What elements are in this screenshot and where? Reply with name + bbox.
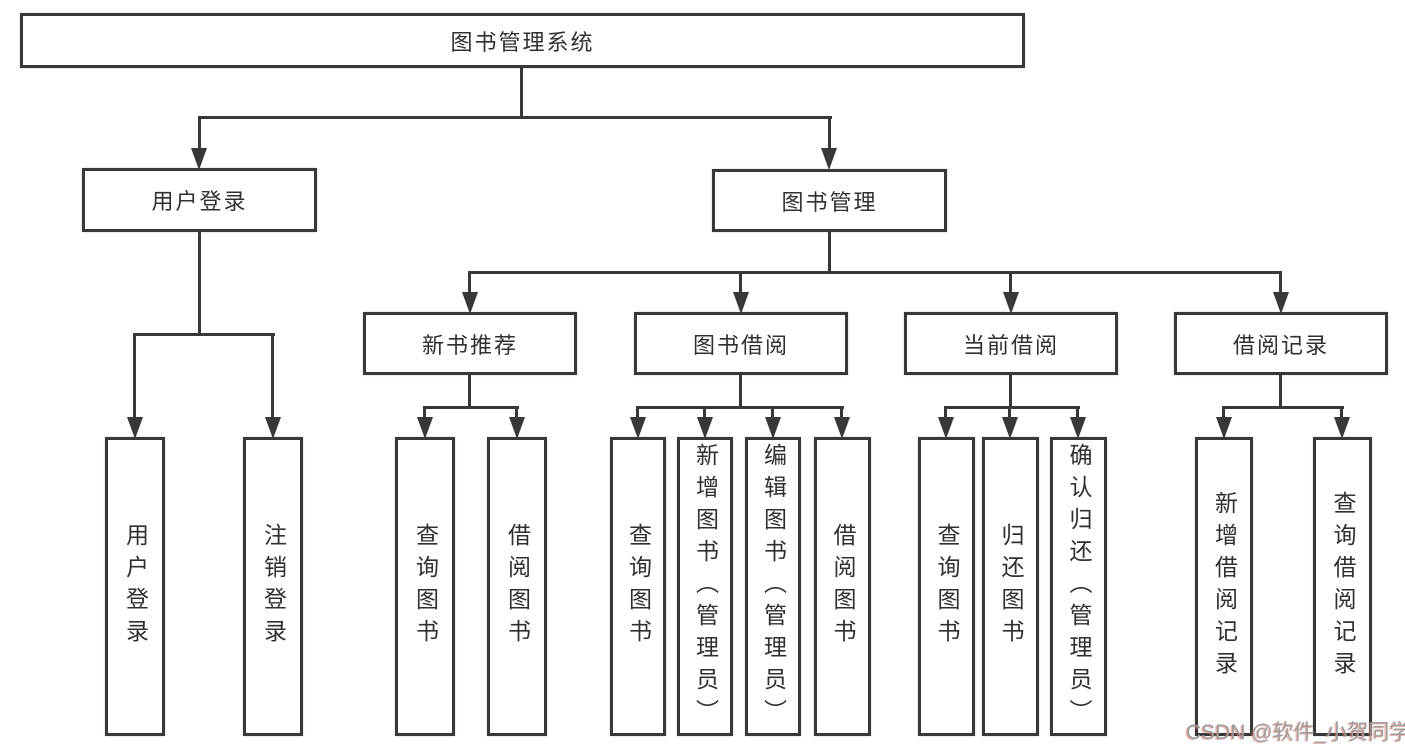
connector-line <box>520 68 523 117</box>
leaf-query-books-recommend: 查询图书 <box>395 437 455 736</box>
node-user-login-label: 用户登录 <box>151 189 248 214</box>
leaf-user-login: 用户登录 <box>105 437 165 736</box>
node-root: 图书管理系统 <box>20 13 1025 68</box>
arrowhead-down-icon <box>630 417 646 439</box>
leaf-query-books-current: 查询图书 <box>918 437 975 736</box>
connector-line <box>840 406 843 419</box>
connector-line <box>739 375 742 409</box>
node-new-book-recommend: 新书推荐 <box>363 312 577 375</box>
connector-line <box>636 406 639 419</box>
connector-line <box>636 406 844 409</box>
arrowhead-down-icon <box>1003 292 1019 314</box>
node-current-borrow-label: 当前借阅 <box>962 332 1059 358</box>
node-borrow-records: 借阅记录 <box>1174 312 1388 375</box>
arrowhead-down-icon <box>1216 417 1232 439</box>
arrowhead-down-icon <box>417 417 433 439</box>
connector-line <box>1222 406 1344 409</box>
leaf-query-books-recommend-label: 查询图书 <box>412 522 439 651</box>
arrowhead-down-icon <box>1273 292 1289 314</box>
connector-line <box>944 406 947 419</box>
leaf-borrow-books-label: 借阅图书 <box>830 522 856 651</box>
leaf-edit-books-admin-label: 编辑图书（管理员） <box>760 442 787 731</box>
connector-line <box>198 116 201 150</box>
leaf-query-books-current-label: 查询图书 <box>934 522 960 651</box>
arrowhead-down-icon <box>765 417 781 439</box>
connector-line <box>1279 271 1282 294</box>
connector-line <box>198 232 201 336</box>
connector-line <box>1222 406 1225 419</box>
arrowhead-down-icon <box>1334 417 1350 439</box>
connector-line <box>1279 375 1282 409</box>
connector-line <box>133 333 136 419</box>
connector-line <box>944 406 1080 409</box>
connector-line <box>468 375 471 409</box>
connector-line <box>739 271 742 294</box>
node-book-borrow-label: 图书借阅 <box>692 332 789 358</box>
leaf-add-books-admin-label: 新增图书（管理员） <box>692 442 719 731</box>
connector-line <box>1076 406 1079 419</box>
leaf-logout-login-label: 注销登录 <box>260 522 287 651</box>
connector-line <box>198 116 832 119</box>
connector-line <box>703 406 706 419</box>
connector-line <box>271 333 274 419</box>
connector-line <box>1009 271 1012 294</box>
leaf-borrow-books-recommend-label: 借阅图书 <box>504 522 531 651</box>
connector-line <box>771 406 774 419</box>
node-book-management-label: 图书管理 <box>781 189 878 215</box>
node-user-login: 用户登录 <box>82 168 317 232</box>
arrowhead-down-icon <box>697 417 713 439</box>
leaf-borrow-books: 借阅图书 <box>814 437 871 736</box>
leaf-confirm-return-admin: 确认归还（管理员） <box>1050 437 1107 736</box>
csdn-watermark: CSDN @软件_小贺同学 <box>1186 721 1405 744</box>
connector-line <box>1008 406 1011 419</box>
arrowhead-down-icon <box>265 417 281 439</box>
connector-line <box>423 406 426 419</box>
leaf-add-borrow-record: 新增借阅记录 <box>1195 437 1253 736</box>
connector-line <box>1009 375 1012 409</box>
node-new-book-recommend-label: 新书推荐 <box>421 332 518 358</box>
arrowhead-down-icon <box>1070 417 1086 439</box>
connector-line <box>515 406 518 419</box>
connector-line <box>133 333 275 336</box>
connector-line <box>468 271 1282 274</box>
leaf-query-books-borrow: 查询图书 <box>610 437 666 736</box>
leaf-logout-login: 注销登录 <box>243 437 303 736</box>
node-root-label: 图书管理系统 <box>450 29 595 55</box>
leaf-query-borrow-record-label: 查询借阅记录 <box>1330 490 1356 683</box>
arrowhead-down-icon <box>821 148 837 170</box>
arrowhead-down-icon <box>834 417 850 439</box>
connector-line <box>828 232 831 274</box>
arrowhead-down-icon <box>733 292 749 314</box>
leaf-return-books-label: 归还图书 <box>998 522 1024 651</box>
leaf-add-borrow-record-label: 新增借阅记录 <box>1211 490 1238 683</box>
connector-line <box>1340 406 1343 419</box>
arrowhead-down-icon <box>1002 417 1018 439</box>
node-book-management: 图书管理 <box>712 169 947 232</box>
leaf-query-books-borrow-label: 查询图书 <box>625 522 652 651</box>
connector-line <box>828 116 831 150</box>
arrowhead-down-icon <box>509 417 525 439</box>
connector-line <box>423 406 519 409</box>
node-borrow-records-label: 借阅记录 <box>1232 332 1329 358</box>
arrowhead-down-icon <box>938 417 954 439</box>
connector-line <box>468 271 471 294</box>
arrowhead-down-icon <box>462 292 478 314</box>
arrowhead-down-icon <box>127 417 143 439</box>
node-current-borrow: 当前借阅 <box>904 312 1118 375</box>
leaf-borrow-books-recommend: 借阅图书 <box>487 437 547 736</box>
leaf-edit-books-admin: 编辑图书（管理员） <box>745 437 801 736</box>
leaf-query-borrow-record: 查询借阅记录 <box>1313 437 1372 736</box>
leaf-user-login-label: 用户登录 <box>122 522 149 651</box>
leaf-add-books-admin: 新增图书（管理员） <box>677 437 733 736</box>
arrowhead-down-icon <box>191 148 207 170</box>
leaf-confirm-return-admin-label: 确认归还（管理员） <box>1066 442 1092 731</box>
node-book-borrow: 图书借阅 <box>634 312 848 375</box>
leaf-return-books: 归还图书 <box>982 437 1039 736</box>
